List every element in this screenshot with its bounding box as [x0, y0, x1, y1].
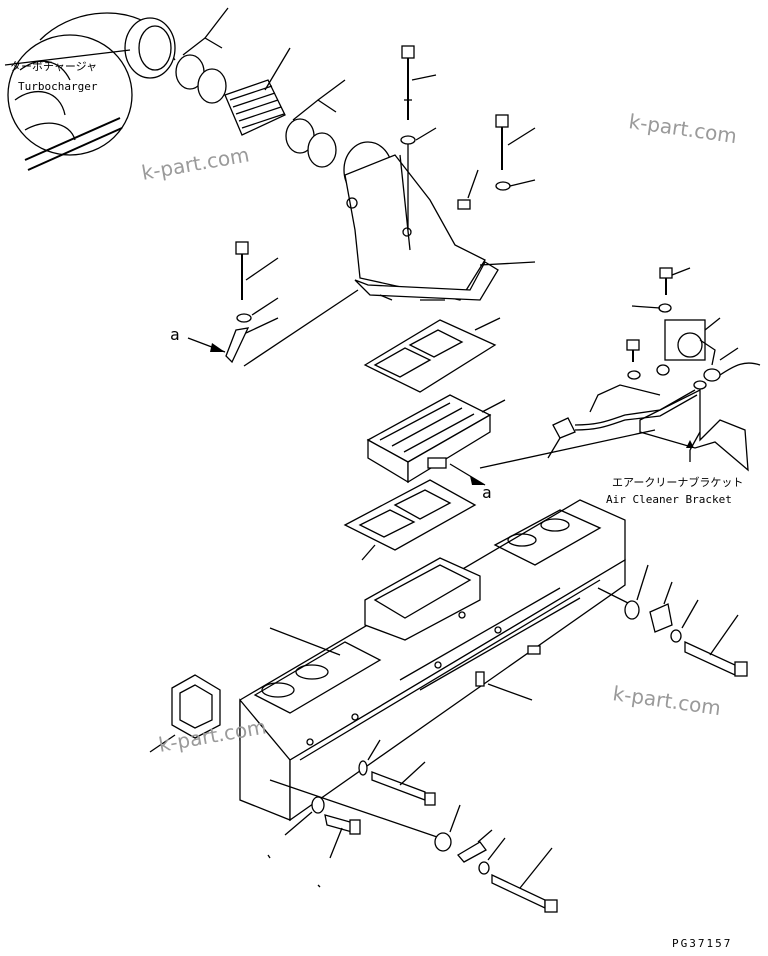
bolt-lower-right — [434, 804, 558, 913]
watermark: k-part.com — [627, 109, 738, 148]
bracket-leader-arrow — [686, 431, 701, 462]
intake-heater — [366, 394, 506, 486]
intake-manifold — [239, 499, 626, 822]
bolt-right-side — [624, 564, 748, 677]
drawing-number: PG37157 — [672, 937, 732, 950]
bolt-bracket-1 — [631, 267, 691, 313]
sensor-hose — [547, 380, 707, 459]
hose-clamps-lower — [285, 79, 346, 168]
bolt-bracket-2 — [626, 339, 670, 380]
bolt-upper-2 — [495, 114, 536, 191]
gasket-1 — [363, 317, 501, 393]
plug-manifold — [475, 645, 541, 701]
air-connector-elbow — [343, 140, 499, 301]
turbocharger — [4, 12, 176, 171]
flange-gasket — [149, 674, 221, 753]
ref-a-right: a — [482, 483, 492, 502]
turbocharger-label-jp: ターボチャージャ — [10, 60, 97, 73]
watermark: k-part.com — [611, 681, 722, 720]
plug-upper — [457, 169, 479, 210]
ref-arrow-a-left — [187, 337, 226, 353]
bolt-lower-center — [358, 739, 436, 806]
air-cleaner-bracket-label-en: Air Cleaner Bracket — [606, 493, 732, 506]
bolt-lower-left — [284, 796, 361, 859]
gasket-2 — [343, 479, 477, 561]
air-cleaner-bracket-label-jp: エアークリーナブラケット — [612, 475, 743, 489]
hose-clamps-upper — [175, 7, 229, 104]
turbocharger-label-en: Turbocharger — [18, 80, 98, 93]
watermark: k-part.com — [140, 142, 251, 185]
connector-hose — [224, 47, 291, 136]
bolt-left — [225, 241, 279, 364]
bolt-upper-1 — [400, 45, 437, 145]
air-cleaner-bracket — [639, 317, 761, 472]
ref-a-left: a — [170, 325, 180, 344]
